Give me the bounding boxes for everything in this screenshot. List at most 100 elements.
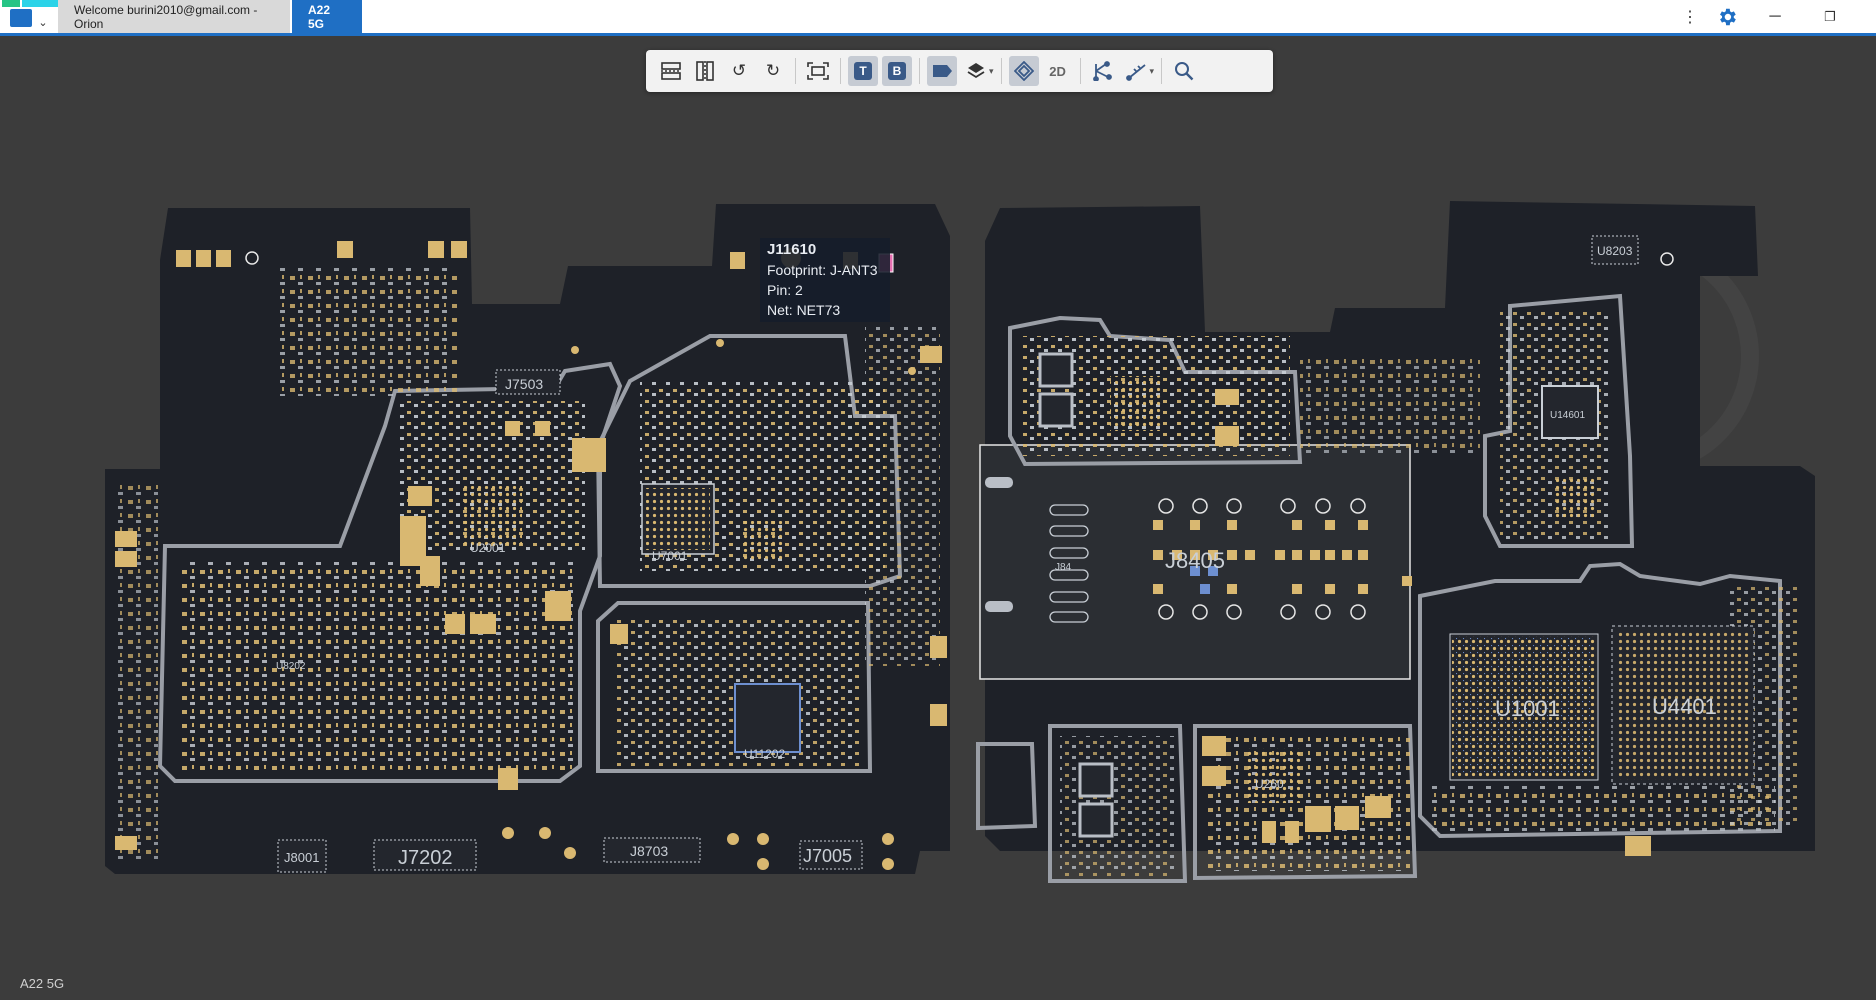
tab-board[interactable]: A22 5G [292, 0, 362, 33]
sim-rings [1158, 498, 1366, 620]
mounting-hole [1660, 252, 1674, 266]
pcb-view[interactable]: J7503 U7001 U2001 U8202 J8001 J7202 J870… [0, 36, 1876, 1000]
label-j7005: J7005 [803, 846, 852, 866]
bga-chip-u1001-balls [1452, 636, 1596, 778]
big-pads [115, 241, 947, 850]
connector-u8203 [1591, 235, 1639, 265]
tooltip-net: Net: NET73 [767, 302, 841, 318]
flip-vertical-icon [661, 62, 681, 80]
label-j8405: J8405 [1165, 548, 1225, 573]
right-board-labels: U8203 U14601 J8405 J84 U1001 U4401 U260 [1055, 244, 1717, 791]
label-u14601: U14601 [1550, 410, 1585, 421]
gear-icon [1720, 8, 1736, 25]
sim-card-shield [979, 444, 1411, 680]
connector-j7005 [799, 840, 863, 870]
layers-button[interactable] [961, 56, 991, 86]
smd-field [1430, 786, 1775, 831]
smd-field [180, 561, 575, 771]
flip-vertical-button[interactable] [656, 56, 686, 86]
bga-chip-u2001 [462, 486, 522, 548]
tab-welcome[interactable]: Welcome burini2010@gmail.com - Orion [58, 0, 290, 33]
settings-button[interactable] [1712, 0, 1742, 33]
right-shield-bl [1048, 724, 1188, 883]
net-tree-icon [1092, 61, 1112, 81]
smd-field [1300, 356, 1480, 456]
label-u7001: U7001 [652, 549, 688, 563]
qfn-chip [1038, 392, 1074, 428]
smd-field [1060, 736, 1175, 876]
board-toolbar: ↺ ↻ T B ▾ 2D ▾ [646, 50, 1273, 92]
layers-dropdown-caret[interactable]: ▾ [989, 65, 994, 76]
measure-icon [1125, 64, 1146, 81]
tooltip-pin: Pin: 2 [767, 282, 803, 298]
net-trace-button[interactable] [1088, 56, 1118, 86]
measure-tool-button[interactable] [1122, 56, 1152, 86]
label-u8203: U8203 [1597, 244, 1633, 258]
orion-logo-icon [2, 0, 59, 27]
sim-slot-key-2 [985, 601, 1013, 612]
label-j8001: J8001 [284, 850, 319, 865]
app-menu-button[interactable]: ⌄ [0, 0, 59, 36]
label-u2601: U260 [1255, 777, 1284, 791]
left-board-labels: J7503 U7001 U2001 U8202 J8001 J7202 J870… [276, 376, 852, 869]
restore-icon: ❐ [1824, 8, 1836, 24]
view-2d-button[interactable]: 2D [1043, 56, 1073, 86]
connector-j8001 [277, 839, 327, 873]
layers-icon [967, 63, 985, 79]
label-u2001: U2001 [470, 541, 506, 555]
label-toggle-button[interactable] [927, 56, 957, 86]
flip-horizontal-icon [696, 61, 714, 81]
flip-horizontal-button[interactable] [690, 56, 720, 86]
rotate-right-icon: ↻ [765, 61, 781, 80]
tooltip-title: J11610 [767, 241, 817, 258]
fit-to-screen-button[interactable] [803, 56, 833, 86]
bottom-layer-icon: B [888, 62, 906, 80]
right-shield-bm [1193, 724, 1418, 881]
right-shield-bottom [1418, 561, 1782, 839]
connector-j7503 [495, 369, 561, 395]
fit-screen-icon [807, 62, 829, 80]
minimize-button[interactable]: ─ [1755, 0, 1795, 33]
bottom-layer-toggle[interactable]: B [882, 56, 912, 86]
label-j7503: J7503 [505, 376, 543, 392]
minimize-icon: ─ [1769, 7, 1781, 25]
board-canvas[interactable]: J7503 U7001 U2001 U8202 J8001 J7202 J870… [0, 36, 1876, 1000]
bga-chip-3 [743, 521, 783, 561]
qfn-chip [1078, 762, 1114, 798]
label-u8202: U8202 [276, 661, 306, 672]
smd-field [865, 326, 940, 666]
rotate-left-button[interactable]: ↺ [724, 56, 754, 86]
search-button[interactable] [1169, 56, 1199, 86]
top-layer-toggle[interactable]: T [848, 56, 878, 86]
board-name-status: A22 5G [20, 976, 65, 991]
toolbar-divider [1161, 58, 1163, 84]
mounting-hole [245, 251, 259, 265]
qfn-chip-u11202 [734, 683, 801, 753]
label-u11202: U11202 [744, 747, 785, 761]
left-shield-c [596, 601, 873, 773]
measure-dropdown-caret[interactable]: ▾ [1149, 65, 1155, 76]
sim-slots [1049, 504, 1089, 623]
toolbar-divider [1000, 58, 1002, 84]
smd-field [280, 266, 460, 396]
toolbar-divider [795, 58, 796, 84]
left-shield-a [157, 361, 623, 783]
sim-pad-row [1153, 520, 1368, 594]
left-board[interactable]: J7503 U7001 U2001 U8202 J8001 J7202 J870… [105, 204, 950, 874]
top-layer-icon: T [854, 62, 872, 80]
label-j8401: J84 [1055, 562, 1072, 573]
connector-j7202 [373, 839, 477, 871]
kebab-icon: ⋮ [1682, 8, 1698, 26]
rotate-left-icon: ↺ [731, 61, 747, 80]
tab-welcome-label: Welcome burini2010@gmail.com - Orion [74, 2, 258, 31]
view-2d-label: 2D [1049, 63, 1066, 79]
more-options-button[interactable]: ⋮ [1680, 0, 1700, 33]
right-board[interactable]: U8203 U14601 J8405 J84 U1001 U4401 U260 [976, 201, 1815, 883]
rotate-right-button[interactable]: ↻ [758, 56, 788, 86]
restore-button[interactable]: ❐ [1810, 0, 1850, 33]
chevron-down-icon: ⌄ [38, 16, 48, 29]
qfn-chip [1038, 352, 1074, 388]
chip-u14601 [1541, 385, 1599, 439]
component-view-toggle[interactable] [1008, 56, 1039, 86]
qfn-chip [1078, 802, 1114, 838]
